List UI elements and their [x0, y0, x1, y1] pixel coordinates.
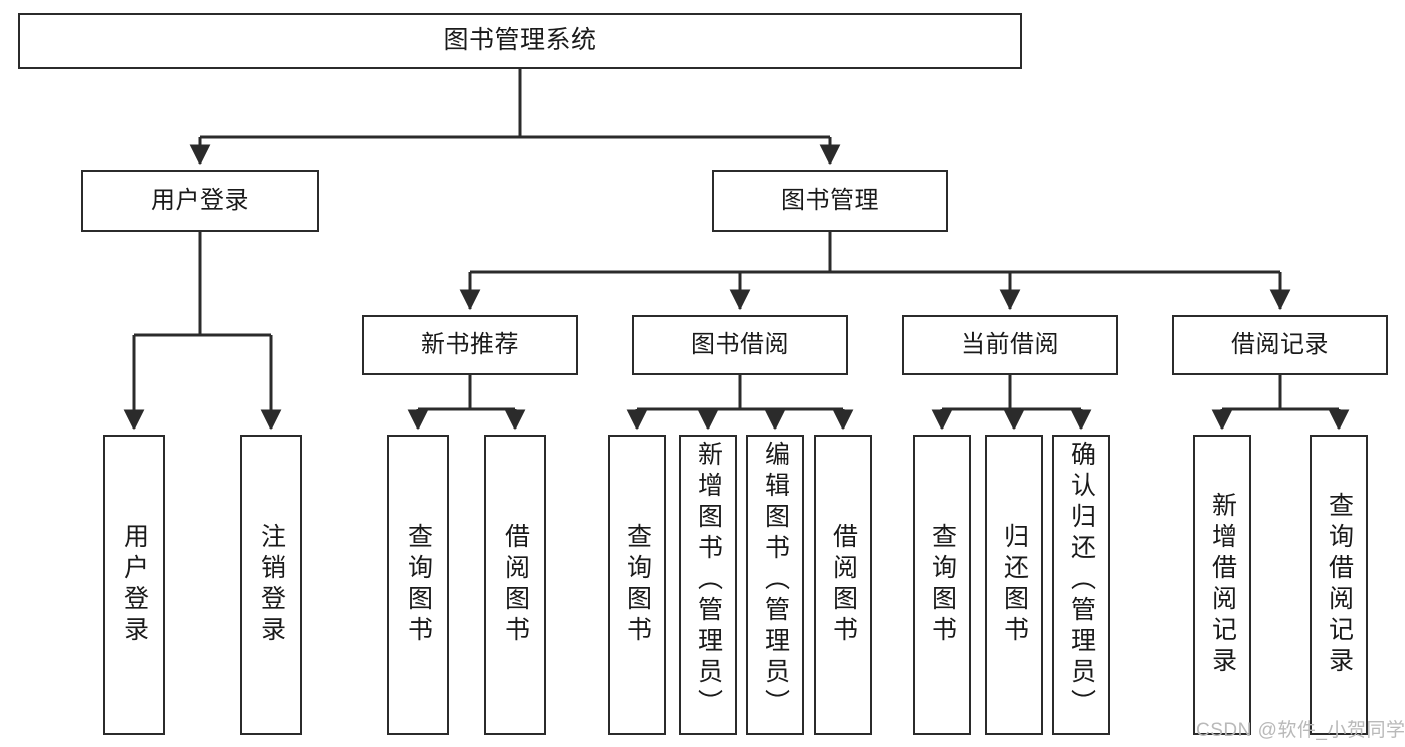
node-borrow-record[interactable]: 借阅记录 — [1172, 315, 1388, 375]
node-leaf-query-book-1[interactable]: 查询图书 — [387, 435, 449, 735]
node-leaf-user-logout-label: 注销登录 — [257, 523, 286, 647]
node-leaf-query-book-2[interactable]: 查询图书 — [608, 435, 666, 735]
node-leaf-borrow-book-1[interactable]: 借阅图书 — [484, 435, 546, 735]
node-root-label: 图书管理系统 — [443, 26, 597, 55]
node-book-borrow-label: 图书借阅 — [691, 331, 789, 358]
node-leaf-query-borrow-record[interactable]: 查询借阅记录 — [1310, 435, 1368, 735]
csdn-watermark: CSDN @软件_小贺同学 — [1196, 720, 1405, 741]
node-leaf-add-borrow-record-label: 新增借阅记录 — [1208, 492, 1237, 678]
node-leaf-user-login-label: 用户登录 — [120, 523, 149, 647]
node-borrow-record-label: 借阅记录 — [1231, 331, 1329, 358]
node-leaf-confirm-return[interactable]: 确认归还（管理员） — [1052, 435, 1110, 735]
node-book-manage[interactable]: 图书管理 — [712, 170, 948, 232]
node-book-manage-label: 图书管理 — [781, 187, 879, 214]
node-leaf-confirm-return-label: 确认归还（管理员） — [1067, 441, 1096, 720]
node-leaf-query-book-3-label: 查询图书 — [928, 523, 957, 647]
node-new-book-recommend[interactable]: 新书推荐 — [362, 315, 578, 375]
node-leaf-borrow-book-2-label: 借阅图书 — [829, 523, 858, 647]
node-leaf-query-book-1-label: 查询图书 — [404, 523, 433, 647]
node-leaf-query-borrow-record-label: 查询借阅记录 — [1325, 492, 1354, 678]
node-leaf-borrow-book-2[interactable]: 借阅图书 — [814, 435, 872, 735]
node-user-login[interactable]: 用户登录 — [81, 170, 319, 232]
node-leaf-edit-book-label: 编辑图书（管理员） — [761, 441, 790, 720]
node-leaf-return-book-label: 归还图书 — [1000, 523, 1029, 647]
node-leaf-add-borrow-record[interactable]: 新增借阅记录 — [1193, 435, 1251, 735]
node-root[interactable]: 图书管理系统 — [18, 13, 1022, 69]
node-book-borrow[interactable]: 图书借阅 — [632, 315, 848, 375]
node-user-login-label: 用户登录 — [151, 187, 249, 214]
node-leaf-add-book[interactable]: 新增图书（管理员） — [679, 435, 737, 735]
node-leaf-edit-book[interactable]: 编辑图书（管理员） — [746, 435, 804, 735]
node-leaf-query-book-2-label: 查询图书 — [623, 523, 652, 647]
node-leaf-user-login[interactable]: 用户登录 — [103, 435, 165, 735]
node-current-borrow-label: 当前借阅 — [961, 331, 1059, 358]
node-leaf-query-book-3[interactable]: 查询图书 — [913, 435, 971, 735]
node-leaf-user-logout[interactable]: 注销登录 — [240, 435, 302, 735]
node-leaf-add-book-label: 新增图书（管理员） — [694, 441, 723, 720]
node-leaf-return-book[interactable]: 归还图书 — [985, 435, 1043, 735]
node-current-borrow[interactable]: 当前借阅 — [902, 315, 1118, 375]
node-new-book-recommend-label: 新书推荐 — [421, 331, 519, 358]
node-leaf-borrow-book-1-label: 借阅图书 — [501, 523, 530, 647]
